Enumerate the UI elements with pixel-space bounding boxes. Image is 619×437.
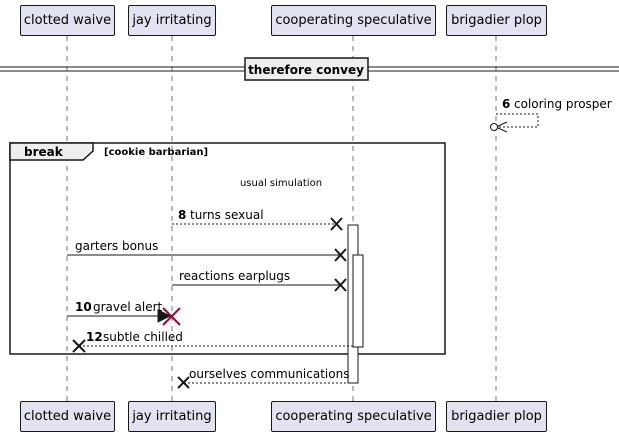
message-8: 8 turns sexual — [172, 208, 343, 231]
message-reactions-earplugs-label: reactions earplugs — [179, 269, 290, 283]
destroy-mark — [162, 307, 181, 326]
activation-bar-inner — [352, 254, 364, 348]
message-10: 10 gravel alert — [67, 300, 181, 326]
note-usual-simulation: usual simulation — [240, 178, 322, 189]
participant-clotted-waive-top: clotted waive — [20, 5, 115, 36]
participant-cooperating-speculative-bottom: cooperating speculative — [271, 401, 436, 432]
fragment-condition: [cookie barbarian] — [104, 147, 208, 158]
participant-cooperating-speculative-top: cooperating speculative — [271, 5, 436, 36]
message-6-number: 6 — [502, 97, 510, 111]
message-ourselves-communications: ourselves communications — [177, 367, 349, 389]
message-reactions-earplugs: reactions earplugs — [172, 269, 347, 292]
message-8-number: 8 — [178, 208, 186, 222]
participant-clotted-waive-bottom: clotted waive — [20, 401, 115, 432]
fragment-keyword: break — [24, 145, 64, 159]
message-10-label: gravel alert — [93, 300, 163, 314]
message-12: 12 subtle chilled — [72, 330, 353, 353]
divider: therefore convey — [0, 57, 619, 81]
participant-jay-irritating-bottom: jay irritating — [128, 401, 216, 432]
break-fragment: break [cookie barbarian] — [9, 142, 446, 355]
participant-brigadier-plop-top: brigadier plop — [446, 5, 547, 36]
message-12-label: subtle chilled — [103, 330, 183, 344]
message-6-label: coloring prosper — [514, 97, 612, 111]
participant-jay-irritating-top: jay irritating — [128, 5, 216, 36]
message-garters-bonus-label: garters bonus — [75, 239, 158, 253]
message-8-label: turns sexual — [190, 208, 264, 222]
divider-label: therefore convey — [248, 63, 364, 77]
participant-brigadier-plop-bottom: brigadier plop — [446, 401, 547, 432]
message-10-number: 10 — [75, 300, 92, 314]
message-12-number: 12 — [86, 330, 103, 344]
message-6: 6 coloring prosper — [490, 97, 612, 133]
message-garters-bonus: garters bonus — [67, 239, 347, 262]
message-ourselves-communications-label: ourselves communications — [189, 367, 349, 381]
